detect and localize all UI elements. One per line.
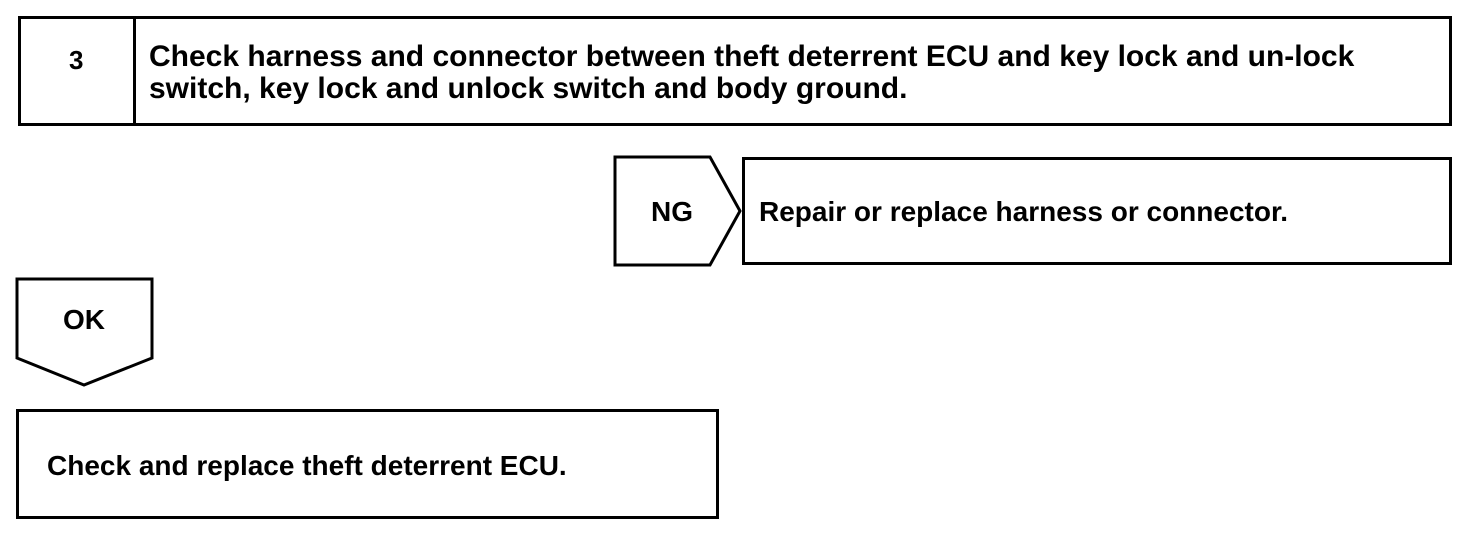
ng-action-box: Repair or replace harness or connector. xyxy=(742,157,1452,265)
ok-arrow-shape xyxy=(15,277,154,387)
ng-action-text: Repair or replace harness or connector. xyxy=(759,196,1289,227)
step-divider xyxy=(133,19,136,123)
ok-action-box: Check and replace theft deterrent ECU. xyxy=(16,409,719,519)
ok-action-text: Check and replace theft deterrent ECU. xyxy=(47,450,567,481)
step-box: 3 Check harness and connector between th… xyxy=(18,16,1452,126)
ng-tag-label: NG xyxy=(651,196,693,227)
step-title: Check harness and connector between thef… xyxy=(149,40,1355,105)
ok-tag-label: OK xyxy=(63,304,105,335)
ng-arrow-shape xyxy=(613,155,742,267)
step-number: 3 xyxy=(69,45,84,75)
